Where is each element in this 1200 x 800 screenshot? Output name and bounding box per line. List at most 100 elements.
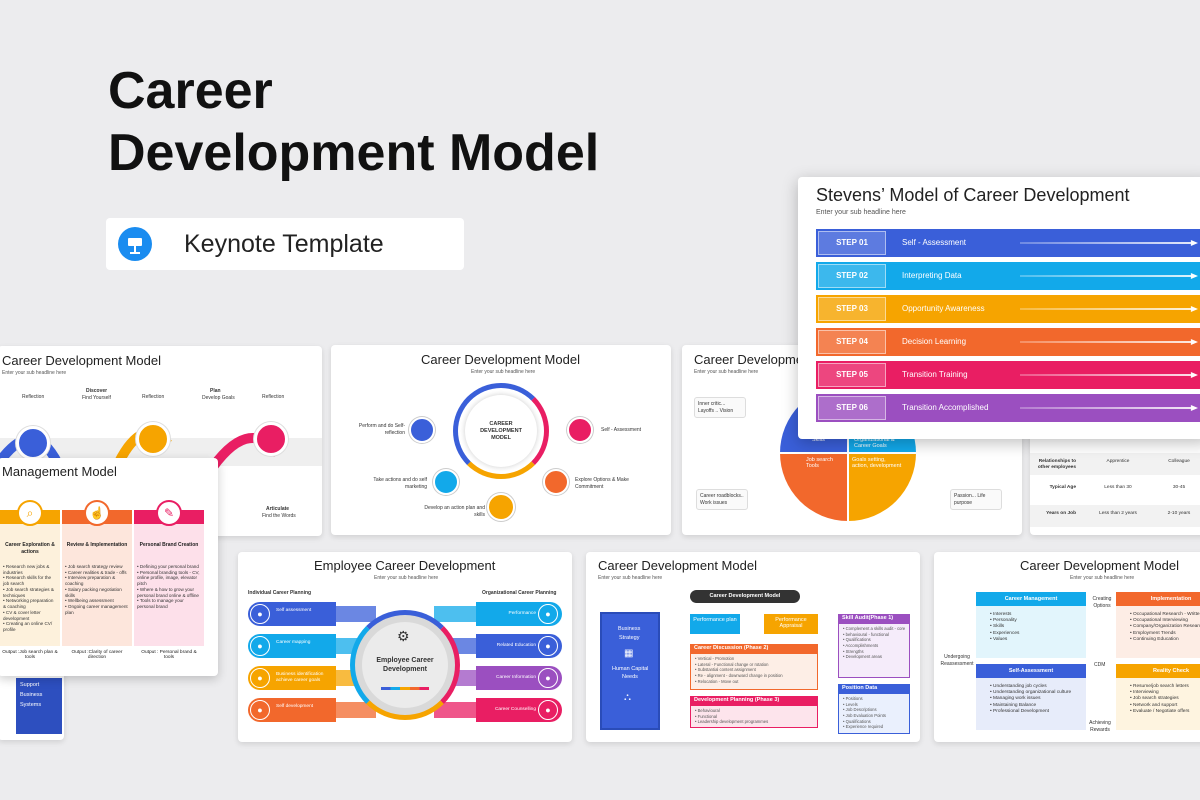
- chart-icon: ▦: [624, 648, 634, 659]
- band: [336, 606, 376, 622]
- slide-quad[interactable]: Career Development Model Enter your sub …: [934, 552, 1200, 742]
- list-item: Salary packing negotiation skills: [65, 587, 129, 598]
- step-badge: [818, 363, 886, 387]
- slide-title: Career Development Model: [1020, 558, 1179, 573]
- slide-flow[interactable]: Career Development Model Enter your sub …: [586, 552, 920, 742]
- strategy-text: Needs: [622, 674, 638, 680]
- right-item-label: Performance: [508, 611, 536, 616]
- info-icon: ●: [538, 668, 558, 688]
- growth-icon: ●: [250, 700, 270, 720]
- step-badge: [818, 231, 886, 255]
- badge-icon: ✎: [156, 500, 182, 526]
- slide-management[interactable]: Management Model ⌕Career Exploration & a…: [0, 458, 218, 676]
- org-chart-icon: ⛬: [624, 692, 631, 703]
- slide-circle[interactable]: Career Development Model Enter your sub …: [331, 345, 671, 535]
- list-item: Personality: [990, 618, 1019, 624]
- flow-box: Performance Appraisal: [764, 614, 818, 634]
- list-item: Complement a skills audit - core: [843, 626, 906, 632]
- monitor-icon: ●: [250, 636, 270, 656]
- band: [336, 702, 376, 718]
- slide-subtitle: Enter your sub headline here: [694, 369, 759, 375]
- reflection-icon: [254, 422, 288, 456]
- note-box: Inner critic... Layoffs .. Vision: [694, 397, 746, 418]
- list-item: Defining your personal brand: [137, 564, 201, 570]
- side-label: Achieving Rewards: [1089, 720, 1111, 733]
- node-icon: [433, 469, 459, 495]
- slide-subtitle: Enter your sub headline here: [1070, 575, 1135, 581]
- wave-label: Reflection: [22, 394, 45, 400]
- list-item: Qualifications: [843, 637, 905, 643]
- node-icon: [543, 469, 569, 495]
- list-item: Substantial content assignment: [695, 667, 783, 673]
- wave-label: Plan: [210, 388, 221, 394]
- note-box: Passion... Life purpose: [950, 489, 1002, 510]
- list-item: Interview preparation & coaching: [65, 575, 129, 586]
- table-cell-label: Relationships to other employees: [1037, 459, 1076, 470]
- medal-icon: ●: [538, 604, 558, 624]
- band: [434, 606, 476, 622]
- quad-label: Skills: [812, 437, 825, 443]
- right-item-label: Career Information: [496, 675, 536, 680]
- list-item: Relocation - Move out: [695, 679, 783, 685]
- table-cell: Colleague: [1168, 459, 1190, 464]
- list-item: Understanding organizational culture: [990, 690, 1071, 696]
- left-item-label: Self assessment: [276, 608, 312, 613]
- left-item-label: Career mapping: [276, 640, 311, 645]
- search-icon: ⌕: [17, 500, 43, 526]
- column-list: Job search strategy reviewCareer realiti…: [65, 564, 129, 616]
- list-item: Job search strategies & techniques: [3, 587, 57, 598]
- quad-list: Understanding job cyclesUnderstanding or…: [990, 684, 1071, 715]
- arrow-icon: [1020, 339, 1198, 345]
- slide-title: Career Development Model: [598, 558, 757, 573]
- slide-title: Stevens’ Model of Career Development: [816, 185, 1130, 205]
- list-item: Evaluate / Negotiate offers: [1130, 709, 1189, 715]
- slide-subtitle: Enter your sub headline here: [598, 575, 663, 581]
- node-label: Develop an action plan and skills: [424, 505, 485, 518]
- table-cell-label: Years on Job: [1046, 511, 1076, 516]
- flow-box-head: Development Planning (Phase 3): [691, 697, 817, 706]
- step-badge: [818, 330, 886, 354]
- slide-title: Career Development Model: [421, 352, 580, 367]
- list-item: Job Descriptions: [843, 707, 886, 713]
- list-item: Positions: [843, 696, 886, 702]
- strategy-column: [600, 612, 660, 730]
- slide-title: Employee Career Development: [314, 558, 496, 573]
- list-item: Development areas: [843, 654, 905, 660]
- list-item: Qualifications: [843, 719, 886, 725]
- discussion-list: Vertical - PromotionLateral - Functional…: [695, 656, 783, 684]
- strategy-text: Human Capital: [612, 666, 649, 672]
- list-item: Occupational Interviewing: [1130, 618, 1200, 624]
- step-label: Opportunity Awareness: [902, 304, 985, 313]
- hero-title-line2: Development Model: [108, 124, 600, 182]
- slide-employee[interactable]: Employee Career Development Enter your s…: [238, 552, 572, 742]
- slide-subtitle: Enter your sub headline here: [816, 209, 906, 216]
- slide-stevens[interactable]: Stevens’ Model of Career Development Ent…: [798, 177, 1200, 439]
- badge-label: Keynote Template: [184, 230, 384, 258]
- wave-label: Develop Goals: [202, 395, 235, 401]
- column-output: Output :Job search plan & tools: [2, 650, 58, 660]
- list-item: Maintaining Balance: [990, 703, 1071, 709]
- side-label: Creating Options: [1092, 596, 1112, 609]
- list-item: Resume/job search letters: [1130, 684, 1189, 690]
- arrow-icon: [1020, 240, 1198, 246]
- list-item: Leadership development programmes: [695, 719, 769, 725]
- flow-box-head: Position Data: [839, 685, 909, 694]
- reflection-icon: [136, 422, 170, 456]
- quad-box-head: Reality Check: [1116, 664, 1200, 678]
- side-label: Undergoing Reassessment: [940, 654, 974, 667]
- quad-label: Organizational & Career Goals: [854, 437, 895, 449]
- list-item: Job search strategy review: [65, 564, 129, 570]
- list-item: Occupational Research - Written: [1130, 612, 1200, 618]
- list-item: Career realities & trade - offs: [65, 570, 129, 576]
- template-badge: Keynote Template: [106, 218, 464, 270]
- node-icon: [409, 417, 435, 443]
- list-item: Ongoing career management plan: [65, 604, 129, 615]
- list-item: Understanding job cycles: [990, 684, 1071, 690]
- slide-subtitle: Enter your sub headline here: [2, 370, 67, 376]
- hero-title: Career Development Model: [108, 60, 599, 184]
- list-item: Creating an online CV/ profile: [3, 621, 57, 632]
- step-label: Self - Assessment: [902, 238, 967, 247]
- list-item: Interviewing: [1130, 690, 1189, 696]
- table-row: [1030, 453, 1200, 475]
- step-label: Transition Training: [902, 370, 968, 379]
